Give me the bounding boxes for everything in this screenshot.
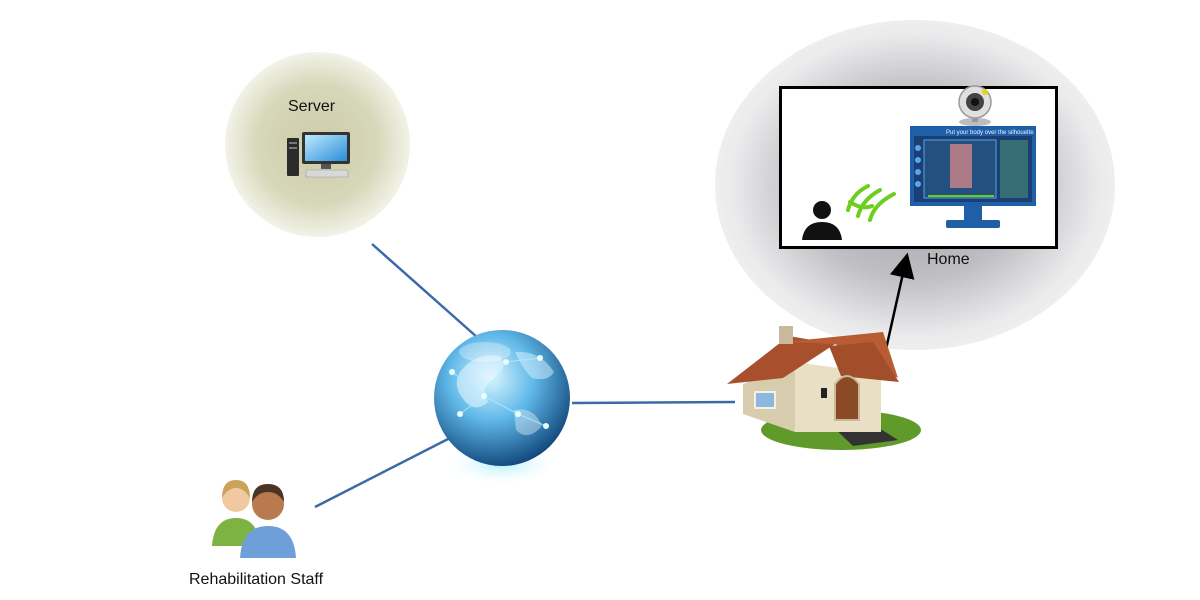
link-server-globe: [371, 243, 479, 339]
server-label: Server: [288, 98, 336, 115]
home-arrow: [882, 252, 915, 359]
home-label: Home: [927, 251, 970, 268]
screen-instruction: Put your body over the silhouette: [946, 130, 1034, 136]
webcam-icon: [958, 85, 992, 126]
person-silhouette-icon: [802, 201, 842, 240]
wireless-waves-icon: [846, 184, 896, 222]
link-staff-globe: [314, 436, 451, 509]
staff-label: Rehabilitation Staff: [189, 571, 324, 588]
link-globe-home: [571, 400, 736, 405]
monitor-icon: Put your body over the silhouette: [910, 126, 1036, 228]
house-icon: [727, 326, 921, 450]
globe-icon: [434, 330, 570, 486]
desktop-computer-icon: [287, 132, 350, 178]
staff-people-icon: [212, 480, 296, 558]
